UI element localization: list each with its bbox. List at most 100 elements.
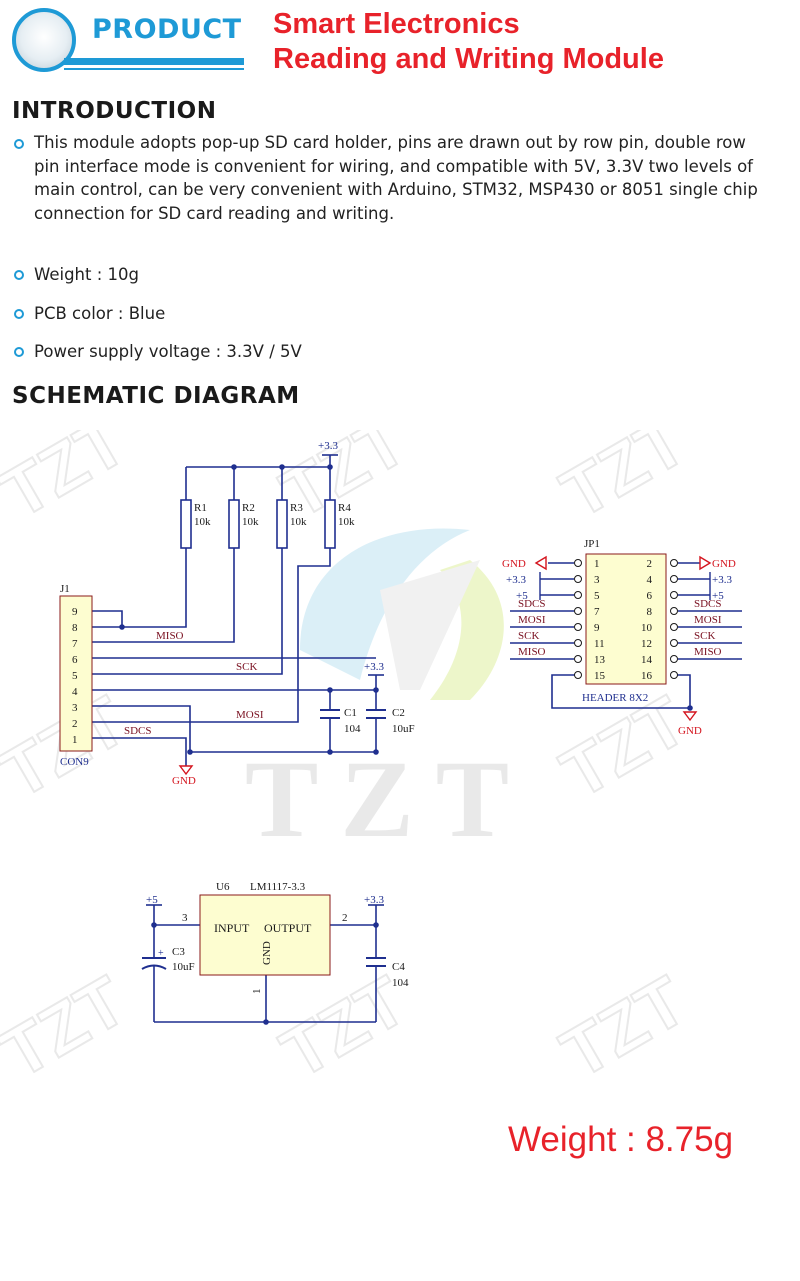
jp1-pin: 5 — [594, 590, 600, 602]
jp1-net-gnd: GND — [502, 558, 526, 570]
j1-pin: 3 — [72, 702, 78, 714]
watermark-text: TZT — [549, 961, 699, 1093]
power-label-33: +3.3 — [364, 894, 384, 906]
capacitors-regulator — [141, 957, 386, 970]
jp1-net-5: +5 — [712, 590, 724, 602]
gnd-icon — [178, 762, 194, 776]
jp1-pin: 6 — [647, 590, 653, 602]
j1-pin-numbers: 9 8 7 6 5 4 3 2 1 — [72, 606, 78, 746]
bullet-icon — [14, 139, 24, 149]
jp1-pin: 10 — [641, 622, 653, 634]
c4-ref: C4 — [392, 961, 405, 973]
c3-value: 10uF — [172, 961, 195, 973]
power-label-33: +3.3 — [318, 440, 338, 452]
c3-polarity-icon: + — [158, 948, 164, 959]
c1-ref: C1 — [344, 707, 357, 719]
jp1-pin: 13 — [594, 654, 606, 666]
resistors — [180, 499, 336, 549]
r1-value: 10k — [194, 516, 211, 528]
jp1-left-wires — [510, 562, 574, 660]
badge-circle-icon — [12, 8, 76, 72]
product-badge: PRODUCT — [8, 4, 248, 76]
c2-value: 10uF — [392, 723, 415, 735]
watermark-text: TZT — [549, 430, 699, 533]
r4-ref: R4 — [338, 502, 351, 514]
badge-underline — [64, 58, 244, 65]
schematic-heading: SCHEMATIC DIAGRAM — [12, 383, 300, 409]
j1-pin: 5 — [72, 670, 78, 682]
power-symbols — [146, 454, 384, 906]
power-label-5: +5 — [146, 894, 158, 906]
u6-ref: U6 — [216, 881, 230, 893]
jp1-pin: 12 — [641, 638, 652, 650]
u6-pin-input: INPUT — [214, 921, 250, 935]
r4-value: 10k — [338, 516, 355, 528]
jp1-left-net-labels: GND +3.3 +5 SDCS MOSI SCK MISO — [502, 558, 546, 658]
net-label-sdcs: SDCS — [124, 725, 152, 737]
j1-pin: 8 — [72, 622, 78, 634]
jp1-pin: 4 — [647, 574, 653, 586]
logo-swoosh-green — [430, 560, 504, 700]
c3-ref: C3 — [172, 946, 185, 958]
r3-ref: R3 — [290, 502, 303, 514]
u6-pin-out-num: 2 — [342, 912, 348, 924]
r2-value: 10k — [242, 516, 259, 528]
jp1-net-5: +5 — [516, 590, 528, 602]
net-label-sck: SCK — [236, 661, 257, 673]
jp1-pin: 16 — [641, 670, 653, 682]
j1-ref: J1 — [60, 583, 70, 595]
intro-weight: Weight : 10g — [34, 265, 140, 284]
jp1-pin: 1 — [594, 558, 600, 570]
bullet-icon — [14, 347, 24, 357]
intro-pcb-color: PCB color : Blue — [34, 304, 166, 323]
jp1-pin: 3 — [594, 574, 600, 586]
j1-type: CON9 — [60, 756, 89, 768]
r3-value: 10k — [290, 516, 307, 528]
jp1-net-sdcs: SDCS — [518, 598, 546, 610]
watermark-text: TZT — [0, 961, 139, 1093]
jp1-pin: 9 — [594, 622, 600, 634]
badge-label: PRODUCT — [92, 14, 242, 45]
u6-part: LM1117-3.3 — [250, 881, 306, 893]
jp1-right-wires — [678, 562, 742, 660]
jp1-net-miso: MISO — [518, 646, 546, 658]
jp1-net-33: +3.3 — [506, 574, 526, 586]
jp1-net-sdcs: SDCS — [694, 598, 722, 610]
badge-underline-thin — [64, 68, 244, 70]
jp1-pin: 15 — [594, 670, 606, 682]
u6-pin-gnd: GND — [261, 941, 273, 965]
u6-regulator-body — [199, 894, 331, 976]
jp1-net-mosi: MOSI — [518, 614, 546, 626]
r1-ref: R1 — [194, 502, 207, 514]
j1-pin: 7 — [72, 638, 78, 650]
jp1-left-pin-numbers: 1 3 5 7 9 11 13 15 — [594, 558, 606, 682]
logo-z — [380, 560, 480, 690]
jp1-pin: 11 — [594, 638, 605, 650]
power-label-33: +3.3 — [364, 661, 384, 673]
weight-note: Weight : 8.75g — [508, 1120, 734, 1159]
gnd-arrow-icon — [534, 555, 547, 571]
bullet-icon — [14, 270, 24, 280]
schematic-diagram: TZT TZT TZT TZT TZT TZT TZT TZT TZT — [0, 430, 742, 1094]
j1-connector-body — [59, 595, 93, 752]
gnd-label: GND — [172, 775, 196, 787]
jp1-ref: JP1 — [584, 538, 600, 550]
intro-supply-voltage: Power supply voltage : 3.3V / 5V — [34, 342, 302, 361]
j1-pin: 4 — [72, 686, 78, 698]
jp1-net-miso: MISO — [694, 646, 722, 658]
j1-pin: 9 — [72, 606, 78, 618]
net-labels: MISO SCK MOSI SDCS — [124, 630, 264, 737]
jp1-net-mosi: MOSI — [694, 614, 722, 626]
junction-dots — [119, 464, 693, 1025]
u6-pin-gnd-num-text: 1 — [251, 989, 263, 995]
jp1-header-body — [585, 553, 667, 685]
capacitors-main — [320, 709, 386, 719]
c1-value: 104 — [344, 723, 361, 735]
jp1-pin: 14 — [641, 654, 653, 666]
jp1-net-sck: SCK — [694, 630, 715, 642]
jp1-type: HEADER 8X2 — [582, 692, 648, 704]
c4-value: 104 — [392, 977, 409, 989]
j1-pin: 6 — [72, 654, 78, 666]
u6-pin-gnd-num: 1 — [251, 989, 263, 995]
jp1-pin-circles — [574, 559, 678, 679]
